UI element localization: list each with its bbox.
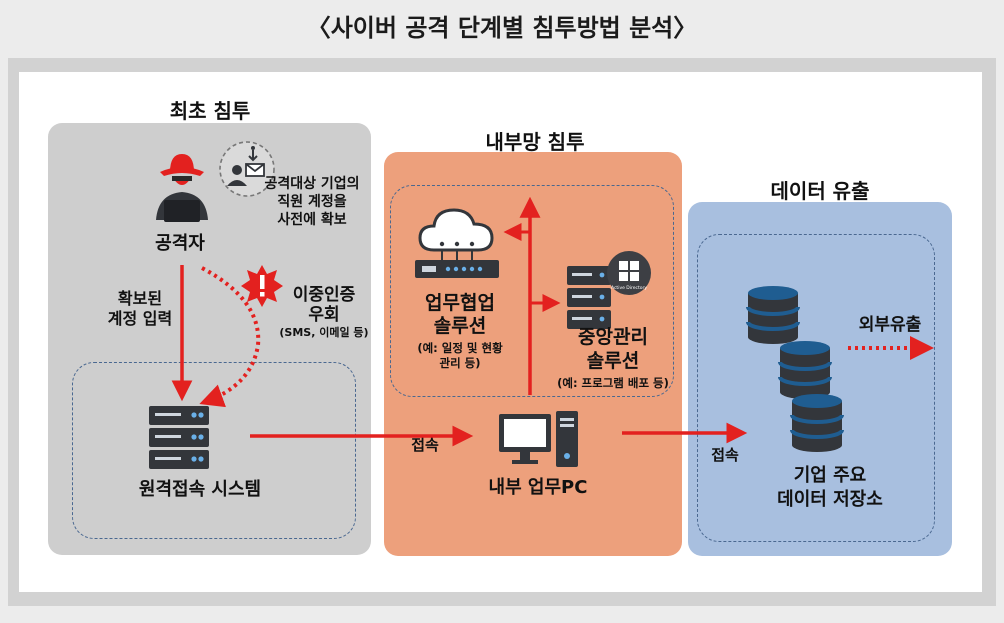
cloud-network-icon xyxy=(415,208,499,278)
attacker-label: 공격자 xyxy=(155,233,205,254)
arrow-mfa-bypass xyxy=(199,266,261,408)
panel-internal-intrusion xyxy=(384,152,682,556)
remote-zone xyxy=(72,362,356,539)
windows-logo-icon: Active Directory xyxy=(607,251,651,295)
database-icon xyxy=(790,394,844,452)
account-capture-icon xyxy=(219,141,275,197)
data-store-label-2: 데이터 저장소 xyxy=(777,489,883,510)
connect-label-2: 접속 xyxy=(711,446,739,464)
database-icon xyxy=(746,286,800,344)
data-store-label-1: 기업 주요 xyxy=(793,465,867,486)
central-solution-label-2: 솔루션 xyxy=(586,350,640,372)
server-stack-icon xyxy=(567,266,611,329)
internal-pc-label: 내부 업무PC xyxy=(488,477,588,498)
central-solution-label-1: 중앙관리 xyxy=(578,326,648,348)
stage-exfil-title: 데이터 유출 xyxy=(770,179,870,203)
mfa-bypass-label-2: 우회 xyxy=(308,305,340,325)
account-note-1: 공격대상 기업의 xyxy=(264,176,360,192)
collab-solution-label-1: 업무협업 xyxy=(425,292,495,314)
account-note-3: 사전에 확보 xyxy=(277,212,347,228)
ad-badge-text: Active Directory xyxy=(611,285,647,291)
secured-account-label-2: 계정 입력 xyxy=(107,309,173,328)
storage-zone xyxy=(697,234,935,542)
hacker-icon xyxy=(156,154,208,222)
mfa-bypass-note: (SMS, 이메일 등) xyxy=(279,326,369,339)
account-note-2: 직원 계정을 xyxy=(277,194,347,210)
desktop-pc-icon xyxy=(499,411,578,467)
secured-account-label-1: 확보된 xyxy=(117,289,163,308)
alert-icon xyxy=(241,265,283,307)
page-title: 〈사이버 공격 단계별 침투방법 분석〉 xyxy=(306,14,698,42)
stage-internal-title: 내부망 침투 xyxy=(485,130,585,154)
collab-solution-note-2: 관리 등) xyxy=(439,356,481,370)
database-icon xyxy=(778,341,832,399)
central-solution-note: (예: 프로그램 배포 등) xyxy=(557,376,669,390)
leak-label: 외부유출 xyxy=(858,315,922,335)
server-icon xyxy=(149,406,209,469)
connect-label-1: 접속 xyxy=(411,436,439,454)
mfa-bypass-label-1: 이중인증 xyxy=(292,285,356,305)
solutions-zone xyxy=(390,185,674,397)
remote-access-label: 원격접속 시스템 xyxy=(138,479,262,500)
collab-solution-note-1: (예: 일정 및 현황 xyxy=(417,341,503,355)
stage-initial-title: 최초 침투 xyxy=(169,99,251,123)
panel-initial-intrusion xyxy=(48,123,371,555)
collab-solution-label-2: 솔루션 xyxy=(433,315,487,337)
